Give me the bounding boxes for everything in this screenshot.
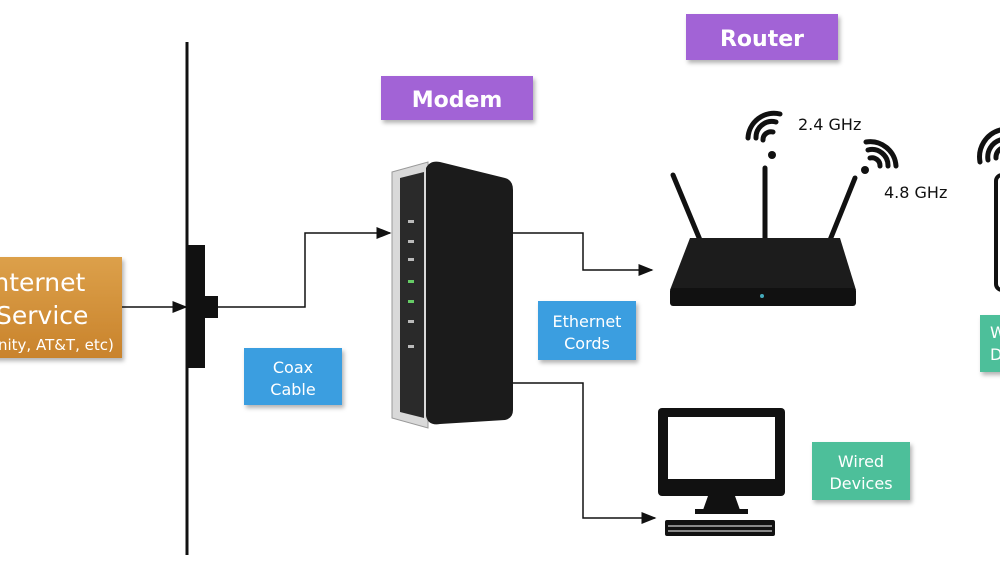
phone-icon — [994, 173, 1000, 292]
wireless-devices-box — [980, 315, 1000, 372]
modem-title: Modem — [412, 88, 503, 113]
internet-service-box: Internet Service nity, AT&T, etc) — [0, 257, 122, 358]
wired-line2: Devices — [829, 474, 892, 493]
wireless-line2: Devices — [990, 345, 1000, 364]
coax-line2: Cable — [270, 380, 315, 399]
coax-cable-box — [244, 348, 342, 405]
router-title: Router — [720, 27, 804, 52]
wired-devices-box — [812, 442, 910, 500]
coax-cable-line — [218, 227, 392, 308]
ethernet-box — [538, 301, 636, 360]
wall-jack-icon — [185, 42, 218, 555]
band-2-4: 2.4 GHz — [798, 115, 861, 134]
ethernet-line1: Ethernet — [553, 312, 622, 331]
modem-label-box — [381, 76, 533, 120]
ethernet-line2: Cords — [564, 334, 610, 353]
wired-line1: Wired — [838, 452, 884, 471]
internet-service-line3: nity, AT&T, etc) — [0, 336, 114, 354]
wifi-icon — [977, 127, 1000, 165]
band-4-8: 4.8 GHz — [884, 183, 947, 202]
router-icon — [670, 165, 858, 306]
wifi-icon — [745, 110, 783, 159]
ethernet-line-wired — [513, 382, 657, 524]
coax-line1: Coax — [273, 358, 313, 377]
ethernet-line-router — [513, 232, 654, 276]
wifi-icon — [861, 139, 899, 174]
router-label-box — [686, 14, 838, 60]
modem-icon — [391, 161, 513, 429]
internet-service-line1: Internet — [0, 268, 85, 297]
desktop-computer-icon — [658, 408, 785, 536]
wireless-line1: Wireless — [990, 323, 1000, 342]
internet-service-line2: Service — [0, 301, 88, 330]
